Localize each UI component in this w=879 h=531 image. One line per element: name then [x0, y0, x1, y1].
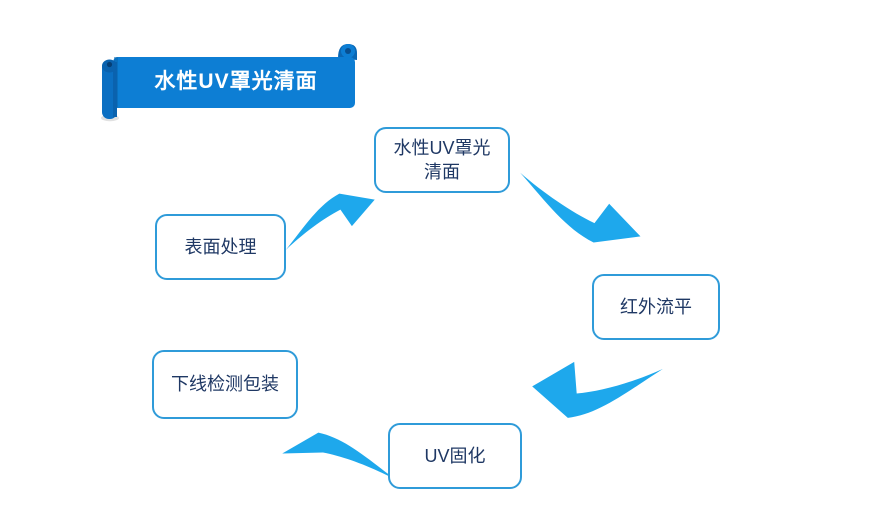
flow-node-label: 红外流平 [620, 296, 692, 317]
ribbon-banner-shape [101, 44, 357, 122]
curved-arrow-surface-to-topcoat-icon [285, 193, 375, 251]
curved-arrow-topcoat-to-ir-icon [520, 172, 641, 243]
flow-node-waterborne-uv-topcoat: 水性UV罩光 清面 [374, 127, 510, 193]
ribbon-band [113, 57, 355, 108]
flow-node-offline-inspection-packing: 下线检测包装 [152, 350, 298, 419]
flow-node-surface-treatment: 表面处理 [155, 214, 286, 280]
curved-arrow-uv-to-offline-icon [282, 432, 397, 481]
flow-node-label: 下线检测包装 [171, 374, 279, 395]
flow-node-uv-curing: UV固化 [388, 423, 522, 489]
flow-node-label: 表面处理 [184, 236, 257, 257]
banner-title: 水性UV罩光清面 [154, 70, 318, 93]
ribbon-right-curl [338, 44, 357, 60]
curved-arrow-ir-to-uv-icon [532, 361, 663, 418]
flow-node-infrared-leveling: 红外流平 [592, 274, 720, 340]
flow-node-label: 水性UV罩光 清面 [393, 137, 491, 182]
flow-node-label: UV固化 [424, 445, 486, 466]
ribbon-left-roll [101, 59, 119, 122]
